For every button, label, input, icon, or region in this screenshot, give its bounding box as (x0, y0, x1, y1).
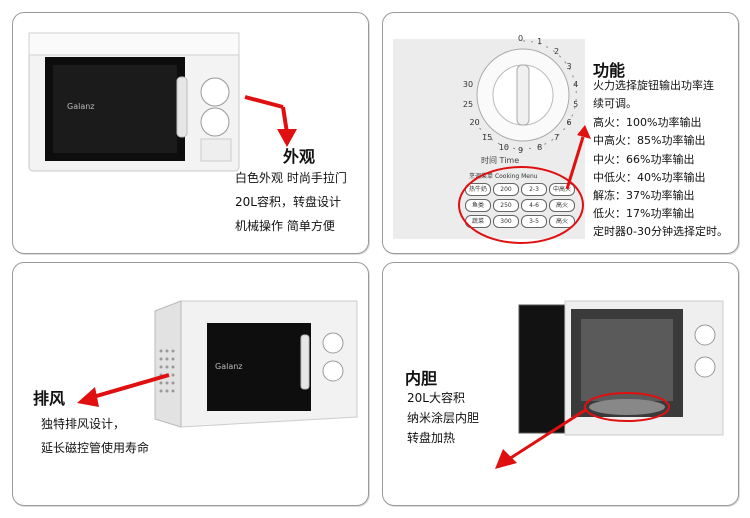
pointer-arrow (77, 373, 170, 407)
appearance-line-3: 机械操作 简单方便 (235, 219, 335, 233)
dial-number: 0 (518, 34, 524, 43)
pointer-arrow (244, 95, 297, 147)
dial-number: 8 (537, 142, 543, 152)
dial-number: 2 (553, 47, 560, 57)
dial-number: 7 (553, 132, 560, 142)
function-line-4: 中高火：85%功率输出 (593, 134, 706, 147)
microwave-side-image: Galanz (154, 300, 358, 428)
appearance-line-2: 20L容积，转盘设计 (235, 195, 341, 209)
menu-cell: 4-6 (521, 199, 547, 212)
pointer-arrow (495, 407, 588, 469)
appearance-panel: Galanz 外观 白色外观 时尚手拉门 20L容积，转盘设计 机械操作 简单方… (12, 12, 369, 254)
function-line-8: 低火：17%功率输出 (593, 207, 695, 220)
function-line-3: 高火：100%功率输出 (593, 116, 702, 129)
function-line-5: 中火：66%功率输出 (593, 153, 695, 166)
timer-label-en: Time (499, 156, 520, 165)
ventilation-line-2: 延长磁控管使用寿命 (41, 441, 150, 455)
timer-label: 时间 (481, 156, 497, 165)
inner-line-2: 纳米涂层内胆 (407, 411, 480, 425)
function-line-9: 定时器0-30分钟选择定时。 (593, 225, 728, 238)
function-line-7: 解冻：37%功率输出 (593, 189, 695, 202)
function-line-6: 中低火：40%功率输出 (593, 171, 706, 184)
function-title: 功能 (593, 61, 626, 80)
ventilation-panel: Galanz 排风 独特排风设计， 延长磁控管使用寿命 (12, 262, 369, 506)
dial-number: 3 (566, 62, 572, 71)
menu-title-en: Cooking Menu (494, 173, 538, 180)
dial-number: 30 (462, 80, 474, 90)
dial-number: 20 (469, 118, 480, 127)
inner-line-1: 20L大容积 (407, 391, 465, 405)
inner-title: 内胆 (405, 369, 438, 388)
microwave-open-image (518, 300, 724, 436)
dial-number: 15 (482, 132, 493, 142)
menu-cell: 热牛奶 (465, 183, 491, 196)
dial-number: 9 (518, 146, 524, 155)
menu-highlight-ellipse (458, 166, 584, 244)
pointer-arrow (565, 125, 591, 190)
dial-number: 6 (566, 118, 572, 127)
brand-logo: Galanz (215, 362, 243, 371)
menu-cell: 250 (493, 199, 519, 212)
microwave-front-image: Galanz (28, 32, 240, 172)
menu-cell: 高火 (549, 215, 575, 228)
inner-line-3: 转盘加热 (407, 431, 456, 445)
menu-cell: 200 (493, 183, 519, 196)
ventilation-line-1: 独特排风设计， (41, 417, 126, 431)
menu-cell: 鱼类 (465, 199, 491, 212)
appearance-line-1: 白色外观 时尚手拉门 (235, 171, 347, 185)
power-dial-icon (474, 40, 577, 150)
brand-logo: Galanz (67, 102, 95, 111)
dial-number: 25 (462, 99, 474, 109)
menu-cell: 3-5 (521, 215, 547, 228)
dial-number: 5 (573, 99, 579, 109)
menu-cell: 300 (493, 215, 519, 228)
menu-cell: 高火 (549, 199, 575, 212)
inner-panel: 内胆 20L大容积 纳米涂层内胆 转盘加热 (382, 262, 739, 506)
dial-number: 10 (498, 142, 510, 152)
appearance-title: 外观 (283, 147, 316, 166)
dial-number: 4 (573, 80, 579, 90)
function-line-2: 续可调。 (593, 97, 637, 110)
dial-number: 1 (537, 37, 543, 47)
function-line-1: 火力选择旋钮输出功率连 (593, 79, 714, 92)
menu-cell: 2-3 (521, 183, 547, 196)
ventilation-title: 排风 (33, 389, 66, 408)
